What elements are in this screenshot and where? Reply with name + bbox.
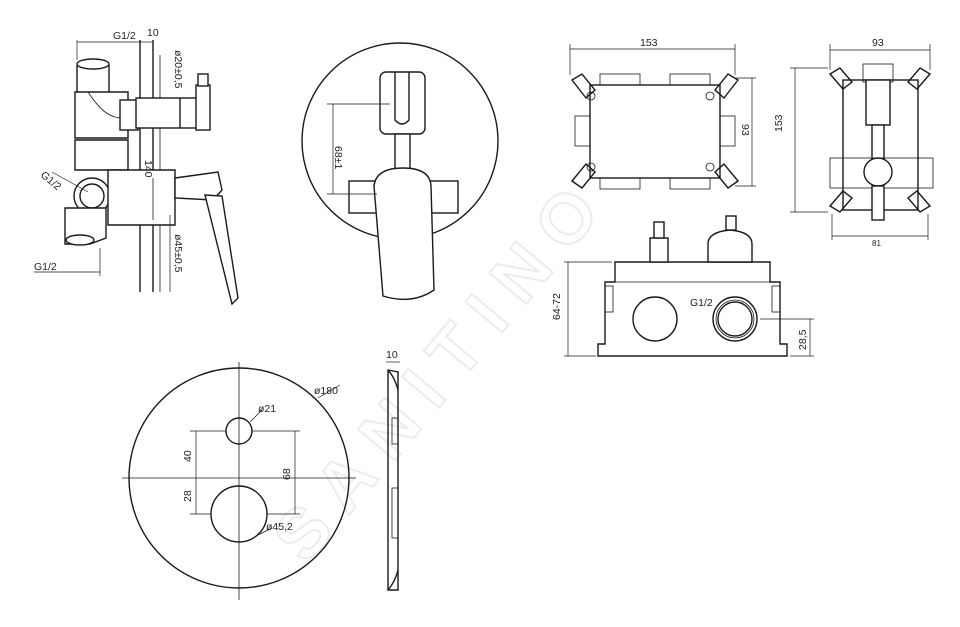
- dim-stem: ø20±0,5: [172, 50, 184, 89]
- plate-side-view: 10: [386, 349, 400, 591]
- dim-inlet-top: G1/2: [113, 30, 136, 42]
- mixer-side-view: G1/2 10 ø20±0,5 140 ø45±0,5 G1/2 G1/2: [34, 27, 239, 306]
- dim-body: ø45±0,5: [172, 234, 184, 273]
- plate-lower: 28: [182, 490, 194, 502]
- box-side-height: 153: [773, 114, 785, 132]
- box-front-depth: 64-72: [551, 293, 563, 320]
- plate-outer: ø180: [314, 385, 338, 397]
- box-side-view: 93 153 81: [773, 37, 934, 248]
- dim-plate: 10: [147, 27, 159, 39]
- dim-height: 140: [142, 160, 154, 178]
- box-side-bottom: 81: [872, 239, 881, 248]
- box-top-height: 93: [739, 124, 751, 136]
- box-front-view: G1/2 64-72 28,5: [551, 215, 814, 357]
- box-top-view: 153 93: [569, 37, 756, 190]
- plate-big-hole: ø45,2: [266, 521, 293, 533]
- box-front-offset: 28,5: [797, 329, 809, 350]
- box-side-width: 93: [872, 37, 884, 49]
- dim-spacing: 68±1: [332, 146, 344, 169]
- dim-inlet-bottom: G1/2: [34, 261, 57, 273]
- watermark: SANITINO: [257, 158, 626, 577]
- plate-total: 68: [281, 468, 293, 480]
- box-top-width: 153: [640, 37, 658, 49]
- watermark-text: SANITINO: [258, 159, 625, 576]
- plate-front-view: 40 28 68 ø21 ø45,2 ø180: [122, 362, 356, 600]
- dim-inlet-side: G1/2: [38, 169, 63, 193]
- plate-upper: 40: [182, 450, 194, 462]
- mixer-front-view: 68±1: [301, 42, 499, 301]
- box-front-thread: G1/2: [690, 297, 713, 309]
- plate-small-hole: ø21: [258, 403, 276, 415]
- plate-thickness: 10: [386, 349, 398, 361]
